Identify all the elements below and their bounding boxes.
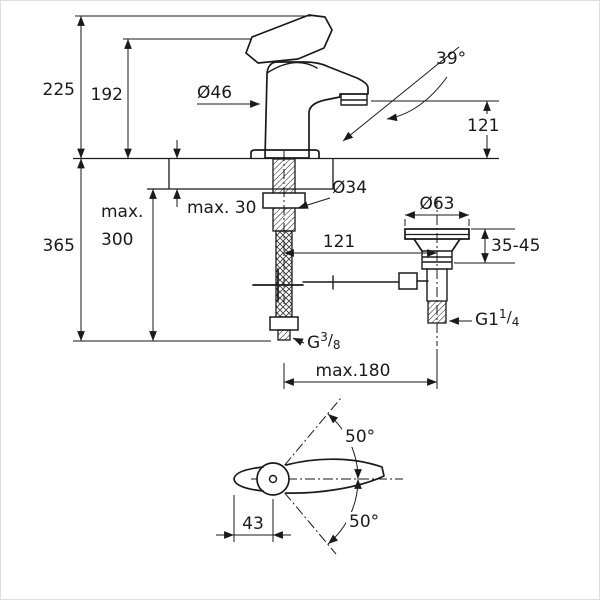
dim-spout-angle-39: 39° <box>342 46 466 142</box>
drain-offset-label: 121 <box>323 232 355 252</box>
supply-thread-prefix: G <box>307 333 320 353</box>
drain-assembly <box>404 197 470 346</box>
dim-spout-height-121: 121 <box>371 100 506 159</box>
lever-outline <box>245 14 333 64</box>
label-backing <box>465 114 506 135</box>
drain-upper-body <box>421 250 453 270</box>
body-height-label: 192 <box>91 85 123 105</box>
handle-pivot <box>256 462 290 496</box>
dim-handle-length-43: 43 <box>216 495 291 542</box>
swivel-angle-lower-label: 50° <box>349 512 379 532</box>
drain-thread-denominator: 4 <box>512 315 520 329</box>
dim-body-diameter-46: Ø46 <box>197 83 260 108</box>
handle-pivot-center <box>268 474 278 484</box>
dim-drain-thread-g114: G11/4 <box>449 307 519 330</box>
taper-right <box>451 238 461 252</box>
body-diameter-label: Ø46 <box>197 83 232 103</box>
supply-thread-slash: / <box>328 331 334 349</box>
dim-drain-flange-63: Ø63 <box>404 194 470 226</box>
drain-tailpiece-thread <box>427 300 447 324</box>
body-spout-outline <box>264 61 369 159</box>
hose-fitting <box>269 316 299 331</box>
dim-drain-adjust-35-45: 35-45 <box>454 228 540 264</box>
leader-dia34 <box>297 197 331 209</box>
aerator-outlet <box>340 93 368 106</box>
dim-hose-length-max300: max. 300 <box>101 189 157 341</box>
supply-thread-denominator: 8 <box>333 338 341 352</box>
leader-g38 <box>292 337 305 346</box>
supply-thread-label: G3/8 <box>307 330 341 353</box>
dim-body-height-192: 192 <box>91 38 251 159</box>
drain-thread-slash: / <box>507 308 513 326</box>
swivel-line-lower <box>272 478 337 555</box>
spout-angle-label: 39° <box>436 49 466 69</box>
top-view: 50° 50° 43 <box>216 397 403 555</box>
faucet-body-spout <box>250 61 369 159</box>
taper-left <box>413 238 423 252</box>
spout-height-label: 121 <box>467 116 499 136</box>
max-reach-label: max.180 <box>316 361 391 381</box>
drain-thread-prefix: G1 <box>475 310 499 330</box>
label-backing-lower <box>346 512 382 532</box>
rod-holder <box>398 272 418 290</box>
handle-length-label: 43 <box>242 514 264 534</box>
supply-thread-numerator: 3 <box>320 330 328 344</box>
total-height-label: 225 <box>43 80 75 100</box>
hole-diameter-label: Ø34 <box>332 178 367 198</box>
front-view: 225 192 365 max. 300 Ø46 39° <box>43 14 540 389</box>
drain-adjust-range-label: 35-45 <box>491 236 540 256</box>
dim-drain-offset-121: 121 <box>284 232 437 257</box>
handle-front-tip <box>233 466 264 492</box>
hose-nipple <box>277 329 291 341</box>
deck-thickness-label: max. 30 <box>187 198 256 218</box>
dim-max-reach-180: max.180 <box>283 349 438 389</box>
label-backing-upper <box>342 427 378 447</box>
dim-total-depth-365: 365 <box>43 158 271 342</box>
hose-length-label-line1: max. <box>101 202 143 222</box>
total-depth-label: 365 <box>43 236 75 256</box>
pop-up-rod <box>252 268 429 302</box>
angle-arc <box>386 76 448 122</box>
dim-hole-diameter-34: Ø34 <box>297 178 367 209</box>
hose-length-label-line2: 300 <box>101 230 133 250</box>
base-escutcheon <box>250 149 320 159</box>
drain-thread-label: G11/4 <box>475 307 519 330</box>
swivel-angle-upper-label: 50° <box>345 427 375 447</box>
dim-deck-thickness-max30: max. 30 <box>173 140 256 218</box>
dim-supply-thread-g38: G3/8 <box>292 330 341 353</box>
drain-flange-diameter-label: Ø63 <box>419 194 454 214</box>
drain-thread-numerator: 1 <box>499 307 507 321</box>
handle-lever-top-view <box>285 458 385 494</box>
dim-total-height-225: 225 <box>43 15 311 159</box>
lever-joint-dome <box>266 61 318 74</box>
angle-reference-line <box>342 46 460 142</box>
faucet-lever <box>245 14 333 64</box>
